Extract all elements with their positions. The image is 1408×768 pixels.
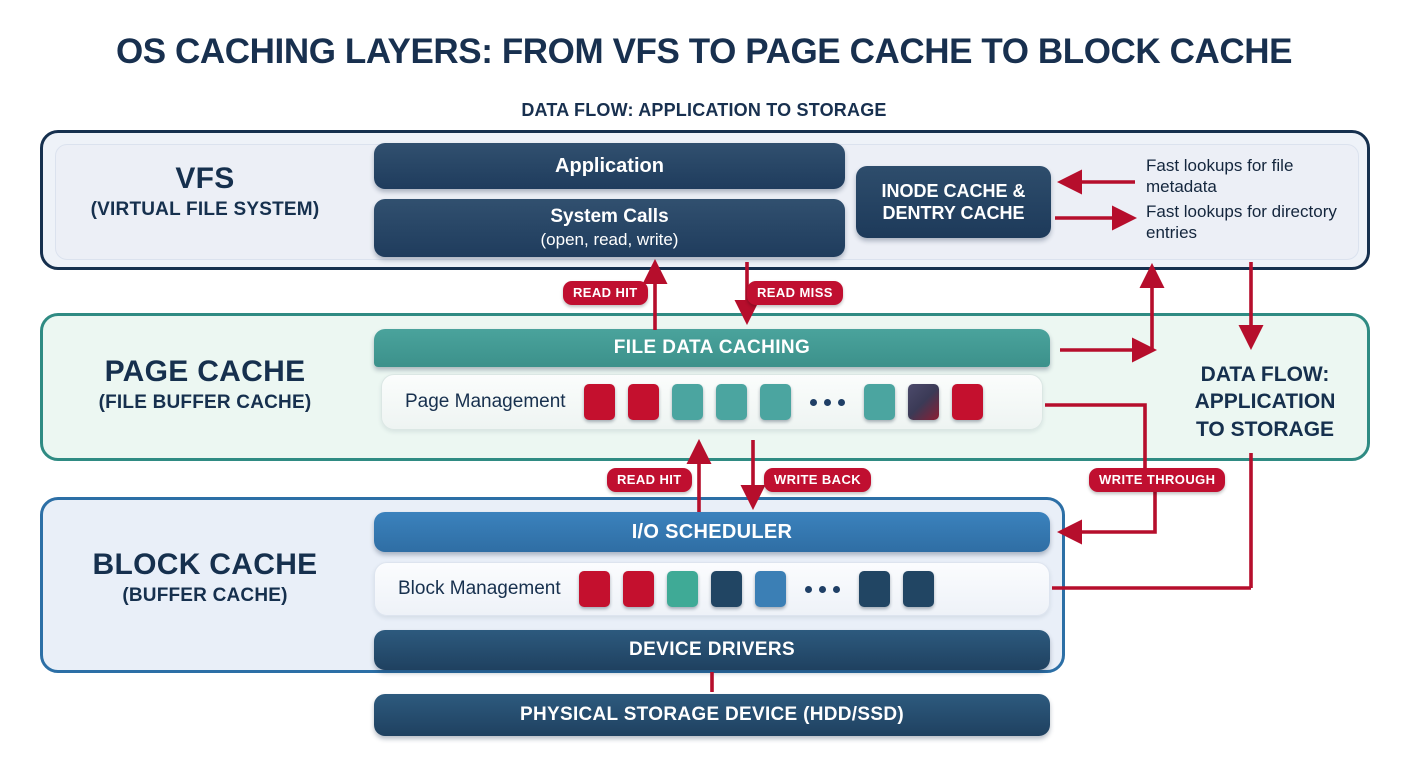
block-cache-layer-label: BLOCK CACHE (BUFFER CACHE) — [55, 548, 355, 606]
cache-cell-red — [627, 384, 659, 420]
pill-read-hit-lower: READ HIT — [607, 468, 692, 492]
cache-cell-teal — [671, 384, 703, 420]
file-data-caching-bar[interactable]: FILE DATA CACHING — [374, 329, 1050, 367]
inode-cache-line2: DENTRY CACHE — [882, 203, 1025, 223]
block-management-strip: Block Management — [374, 562, 1050, 616]
block-cache-title: BLOCK CACHE — [92, 548, 318, 581]
page-management-label: Page Management — [405, 391, 566, 412]
io-scheduler-label: I/O SCHEDULER — [631, 521, 793, 543]
cache-cell-navy — [858, 571, 890, 607]
note-directory-entries: Fast lookups for directory entries — [1146, 202, 1337, 243]
page-cache-layer-label: PAGE CACHE (FILE BUFFER CACHE) — [55, 355, 355, 413]
arrow-write-through — [1056, 485, 1157, 545]
cache-cell-red — [583, 384, 615, 420]
io-scheduler-bar[interactable]: I/O SCHEDULER — [374, 512, 1050, 552]
page-cell-row — [583, 384, 983, 420]
device-drivers-label: DEVICE DRIVERS — [628, 638, 796, 660]
data-flow-callout: DATA FLOW: APPLICATION TO STORAGE — [1160, 361, 1370, 443]
cache-cell-red — [578, 571, 610, 607]
data-flow-line1: DATA FLOW: — [1200, 363, 1330, 386]
page-cache-title: PAGE CACHE — [104, 355, 306, 388]
application-box[interactable]: Application — [374, 143, 845, 189]
file-data-caching-label: FILE DATA CACHING — [613, 336, 811, 358]
data-flow-line3: TO STORAGE — [1195, 417, 1335, 441]
system-calls-box[interactable]: System Calls (open, read, write) — [374, 199, 845, 257]
cache-cell-red — [622, 571, 654, 607]
system-calls-sublabel: (open, read, write) — [540, 229, 679, 249]
cache-cell-navy — [710, 571, 742, 607]
pill-read-hit-upper: READ HIT — [563, 281, 648, 305]
device-drivers-bar[interactable]: DEVICE DRIVERS — [374, 630, 1050, 670]
block-cache-subtitle: (BUFFER CACHE) — [122, 584, 288, 606]
cell-ellipsis — [799, 585, 846, 593]
cache-cell-red — [951, 384, 983, 420]
vfs-subtitle: (VIRTUAL FILE SYSTEM) — [90, 198, 320, 220]
page-cache-subtitle: (FILE BUFFER CACHE) — [98, 391, 312, 413]
pill-read-miss: READ MISS — [747, 281, 843, 305]
data-flow-line2: APPLICATION — [1194, 390, 1336, 414]
inode-dentry-cache-box[interactable]: INODE CACHE & DENTRY CACHE — [856, 166, 1051, 238]
vfs-layer-label: VFS (VIRTUAL FILE SYSTEM) — [55, 162, 355, 220]
cache-cell-teal — [715, 384, 747, 420]
block-cell-row — [578, 571, 934, 607]
system-calls-label: System Calls — [550, 205, 669, 227]
physical-storage-bar[interactable]: PHYSICAL STORAGE DEVICE (HDD/SSD) — [374, 694, 1050, 736]
cache-cell-teal — [863, 384, 895, 420]
page-management-strip: Page Management — [381, 374, 1043, 430]
pill-write-back: WRITE BACK — [764, 468, 872, 492]
page-subtitle: DATA FLOW: APPLICATION TO STORAGE — [521, 100, 887, 120]
note-file-metadata: Fast lookups for file metadata — [1146, 156, 1294, 197]
vfs-title: VFS — [175, 162, 235, 195]
pill-write-through: WRITE THROUGH — [1089, 468, 1226, 492]
cache-cell-teal — [759, 384, 791, 420]
cell-ellipsis — [804, 398, 851, 406]
cache-cell-green — [666, 571, 698, 607]
page-title: OS CACHING LAYERS: FROM VFS TO PAGE CACH… — [115, 32, 1293, 71]
physical-storage-label: PHYSICAL STORAGE DEVICE (HDD/SSD) — [520, 703, 904, 725]
cache-cell-blue — [754, 571, 786, 607]
cache-cell-navy — [902, 571, 934, 607]
application-label: Application — [555, 155, 664, 177]
inode-cache-line1: INODE CACHE & — [881, 180, 1026, 201]
block-management-label: Block Management — [398, 578, 561, 599]
cache-cell-mixed — [907, 384, 939, 420]
